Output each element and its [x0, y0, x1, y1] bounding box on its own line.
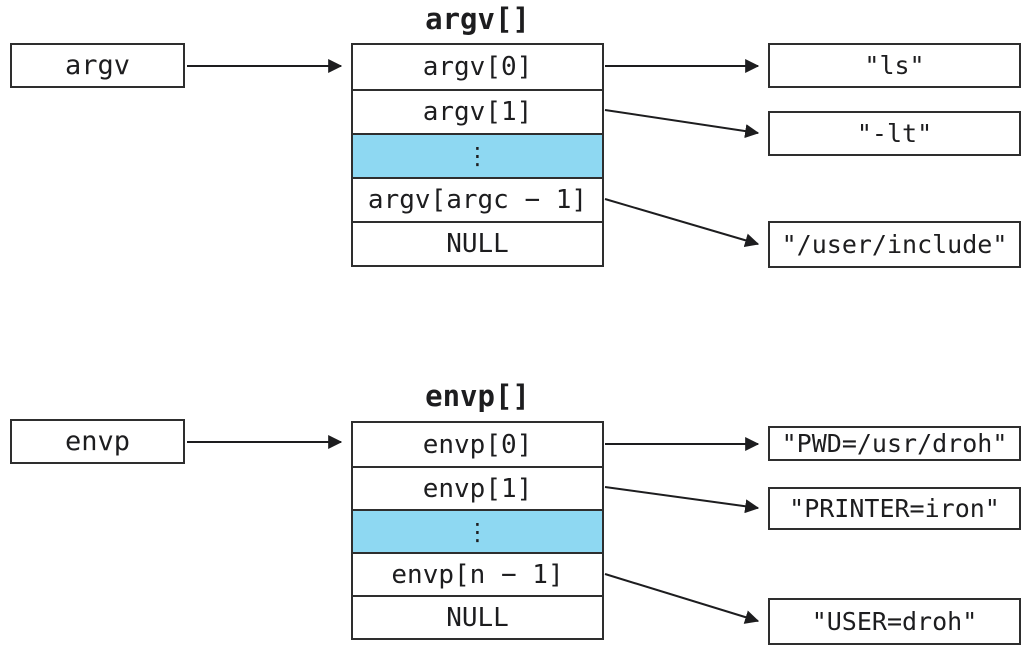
string-label: "/user/include": [781, 230, 1008, 259]
string-label: "-lt": [856, 119, 933, 148]
string-label: "PWD=/usr/droh": [781, 429, 1008, 458]
string-label: "PRINTER=iron": [789, 494, 1000, 523]
envp-pointer-box: envp: [10, 419, 185, 464]
envp-array: envp[0] envp[1] ⋮ envp[n − 1] NULL: [351, 421, 604, 640]
ellipsis-cell: ⋮: [353, 509, 602, 552]
array-cell: argv[1]: [353, 89, 602, 133]
array-cell-label: argv[argc − 1]: [367, 185, 588, 215]
string-box-user: "USER=droh": [768, 598, 1021, 645]
array-cell: envp[1]: [353, 466, 602, 509]
argv-pointer-label: argv: [64, 50, 131, 81]
vertical-ellipsis-icon: ⋮: [465, 517, 490, 546]
array-cell-label: envp[0]: [422, 429, 533, 460]
arrow-envplast-to-user: [604, 573, 760, 624]
arrow-argvlast-to-user-include: [604, 198, 760, 248]
array-cell: envp[0]: [353, 423, 602, 466]
string-box-pwd: "PWD=/usr/droh": [768, 426, 1021, 461]
array-cell-label: argv[0]: [422, 52, 533, 82]
array-cell: argv[0]: [353, 45, 602, 89]
array-cell: NULL: [353, 221, 602, 265]
array-cell-label: envp[1]: [422, 473, 533, 504]
string-box-lt: "-lt": [768, 111, 1021, 156]
string-box-user-include: "/user/include": [768, 221, 1021, 268]
array-cell-label: envp[n − 1]: [391, 559, 564, 590]
string-box-printer: "PRINTER=iron": [768, 487, 1021, 530]
ellipsis-cell: ⋮: [353, 133, 602, 177]
vertical-ellipsis-icon: ⋮: [465, 142, 490, 170]
array-cell-label: NULL: [446, 229, 509, 259]
array-cell: NULL: [353, 595, 602, 638]
arrow-argv1-to-lt: [604, 109, 760, 139]
array-cell: envp[n − 1]: [353, 552, 602, 595]
argv-array-title: argv[]: [425, 2, 530, 36]
array-cell-label: NULL: [446, 602, 509, 633]
arrow-envp1-to-printer: [604, 486, 760, 514]
argv-array: argv[0] argv[1] ⋮ argv[argc − 1] NULL: [351, 43, 604, 267]
envp-array-title: envp[]: [425, 379, 530, 413]
array-cell: argv[argc − 1]: [353, 177, 602, 221]
string-box-ls: "ls": [768, 43, 1021, 88]
envp-pointer-label: envp: [64, 426, 131, 457]
string-label: "ls": [864, 51, 925, 80]
array-cell-label: argv[1]: [422, 97, 533, 127]
argv-pointer-box: argv: [10, 43, 185, 88]
string-label: "USER=droh": [811, 607, 978, 636]
